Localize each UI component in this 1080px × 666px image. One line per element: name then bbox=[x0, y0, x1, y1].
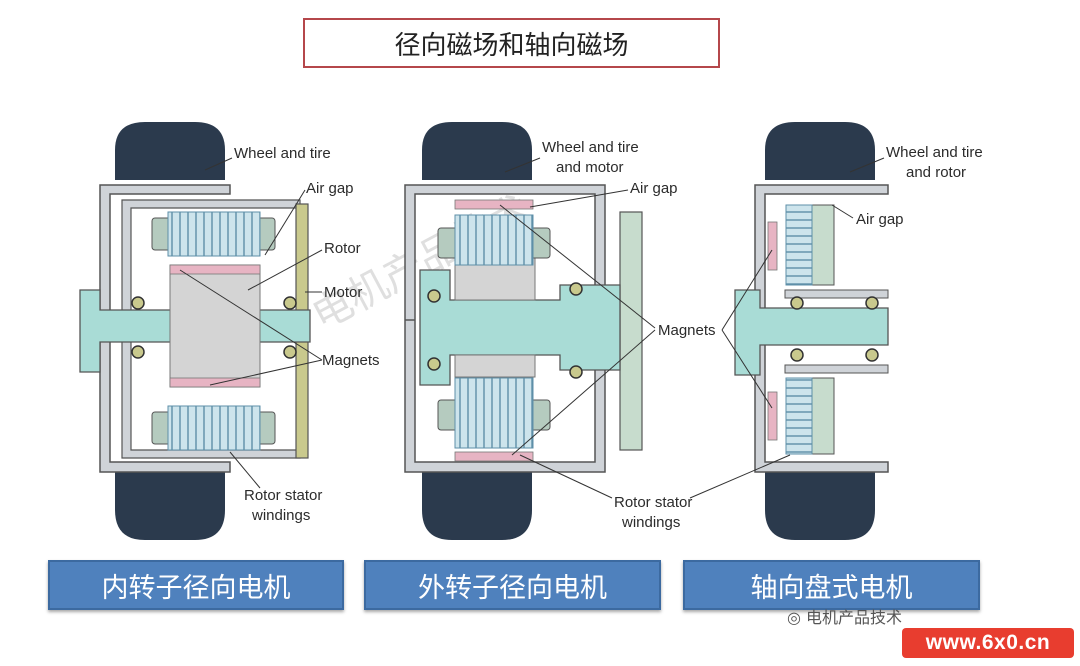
shaft-collar-bottom bbox=[784, 364, 889, 374]
rotor-disc-top bbox=[811, 204, 835, 286]
tire-top bbox=[115, 122, 225, 180]
tire-top bbox=[422, 122, 532, 180]
winding-bottom bbox=[785, 377, 813, 455]
stator-core-bottom bbox=[454, 354, 536, 378]
housing bbox=[99, 184, 231, 473]
diagram-inner-rotor: Wheel and tire Air gap Rotor Motor Magne… bbox=[79, 122, 380, 540]
caption-axial-disc: 轴向盘式电机 bbox=[683, 560, 980, 610]
label-d2-wheel-1: Wheel and tire bbox=[542, 139, 639, 156]
label-d1-magnets: Magnets bbox=[322, 352, 380, 369]
wechat-tag: ◎ 电机产品技术 bbox=[787, 604, 902, 628]
tire-bottom bbox=[422, 470, 532, 540]
wechat-text: 电机产品技术 bbox=[806, 608, 903, 627]
label-d3-airgap: Air gap bbox=[856, 211, 904, 228]
page-title: 径向磁场和轴向磁场 bbox=[303, 18, 720, 68]
bearings bbox=[427, 282, 583, 379]
magnet-bottom bbox=[767, 391, 778, 441]
bearings bbox=[131, 296, 297, 359]
label-d3-wheel-2: and rotor bbox=[906, 164, 966, 181]
rotor-disc-bottom bbox=[811, 377, 835, 455]
magnet-top bbox=[454, 199, 534, 210]
rotor bbox=[169, 264, 261, 388]
caption-inner-rotor: 内转子径向电机 bbox=[48, 560, 344, 610]
label-d2-rsw-1: Rotor stator bbox=[614, 494, 692, 511]
winding-top bbox=[454, 214, 534, 266]
hub-plate bbox=[619, 211, 643, 451]
label-d2-rsw-2: windings bbox=[621, 514, 680, 531]
tire-bottom bbox=[115, 470, 225, 540]
magnet-bottom bbox=[169, 377, 261, 388]
diagram-outer-rotor: Wheel and tire and motor Air gap Magnets… bbox=[404, 122, 716, 540]
tire-bottom bbox=[765, 470, 875, 540]
label-d2-magnets: Magnets bbox=[658, 322, 716, 339]
label-d1-rotor: Rotor bbox=[324, 240, 361, 257]
bearings bbox=[790, 296, 879, 362]
label-d1-motor: Motor bbox=[324, 284, 362, 301]
label-d2-wheel-2: and motor bbox=[556, 159, 624, 176]
magnet-top bbox=[169, 264, 261, 275]
shaft-collar-top bbox=[784, 289, 889, 299]
label-d1-rsw-2: windings bbox=[251, 507, 310, 524]
housing bbox=[754, 184, 889, 473]
magnet-top bbox=[767, 221, 778, 271]
label-d1-wheel: Wheel and tire bbox=[234, 145, 331, 162]
label-d2-airgap: Air gap bbox=[630, 180, 678, 197]
housing-inner bbox=[121, 199, 301, 459]
winding-top bbox=[167, 211, 261, 257]
site-watermark: www.6x0.cn bbox=[902, 628, 1074, 658]
caption-outer-rotor: 外转子径向电机 bbox=[364, 560, 661, 610]
label-d1-rsw-1: Rotor stator bbox=[244, 487, 322, 504]
winding-bottom bbox=[167, 405, 261, 451]
label-d1-airgap: Air gap bbox=[306, 180, 354, 197]
outer-rotor-housing bbox=[404, 184, 606, 473]
shaft bbox=[419, 269, 621, 386]
winding-top bbox=[785, 204, 813, 286]
tire-top bbox=[765, 122, 875, 180]
winding-bottom bbox=[454, 377, 534, 449]
label-d3-wheel-1: Wheel and tire bbox=[886, 144, 983, 161]
magnet-bottom bbox=[454, 451, 534, 462]
shaft bbox=[734, 289, 889, 376]
wechat-icon: ◎ bbox=[787, 608, 807, 627]
diagram-axial-disc: Wheel and tire and rotor Air gap bbox=[689, 122, 983, 540]
